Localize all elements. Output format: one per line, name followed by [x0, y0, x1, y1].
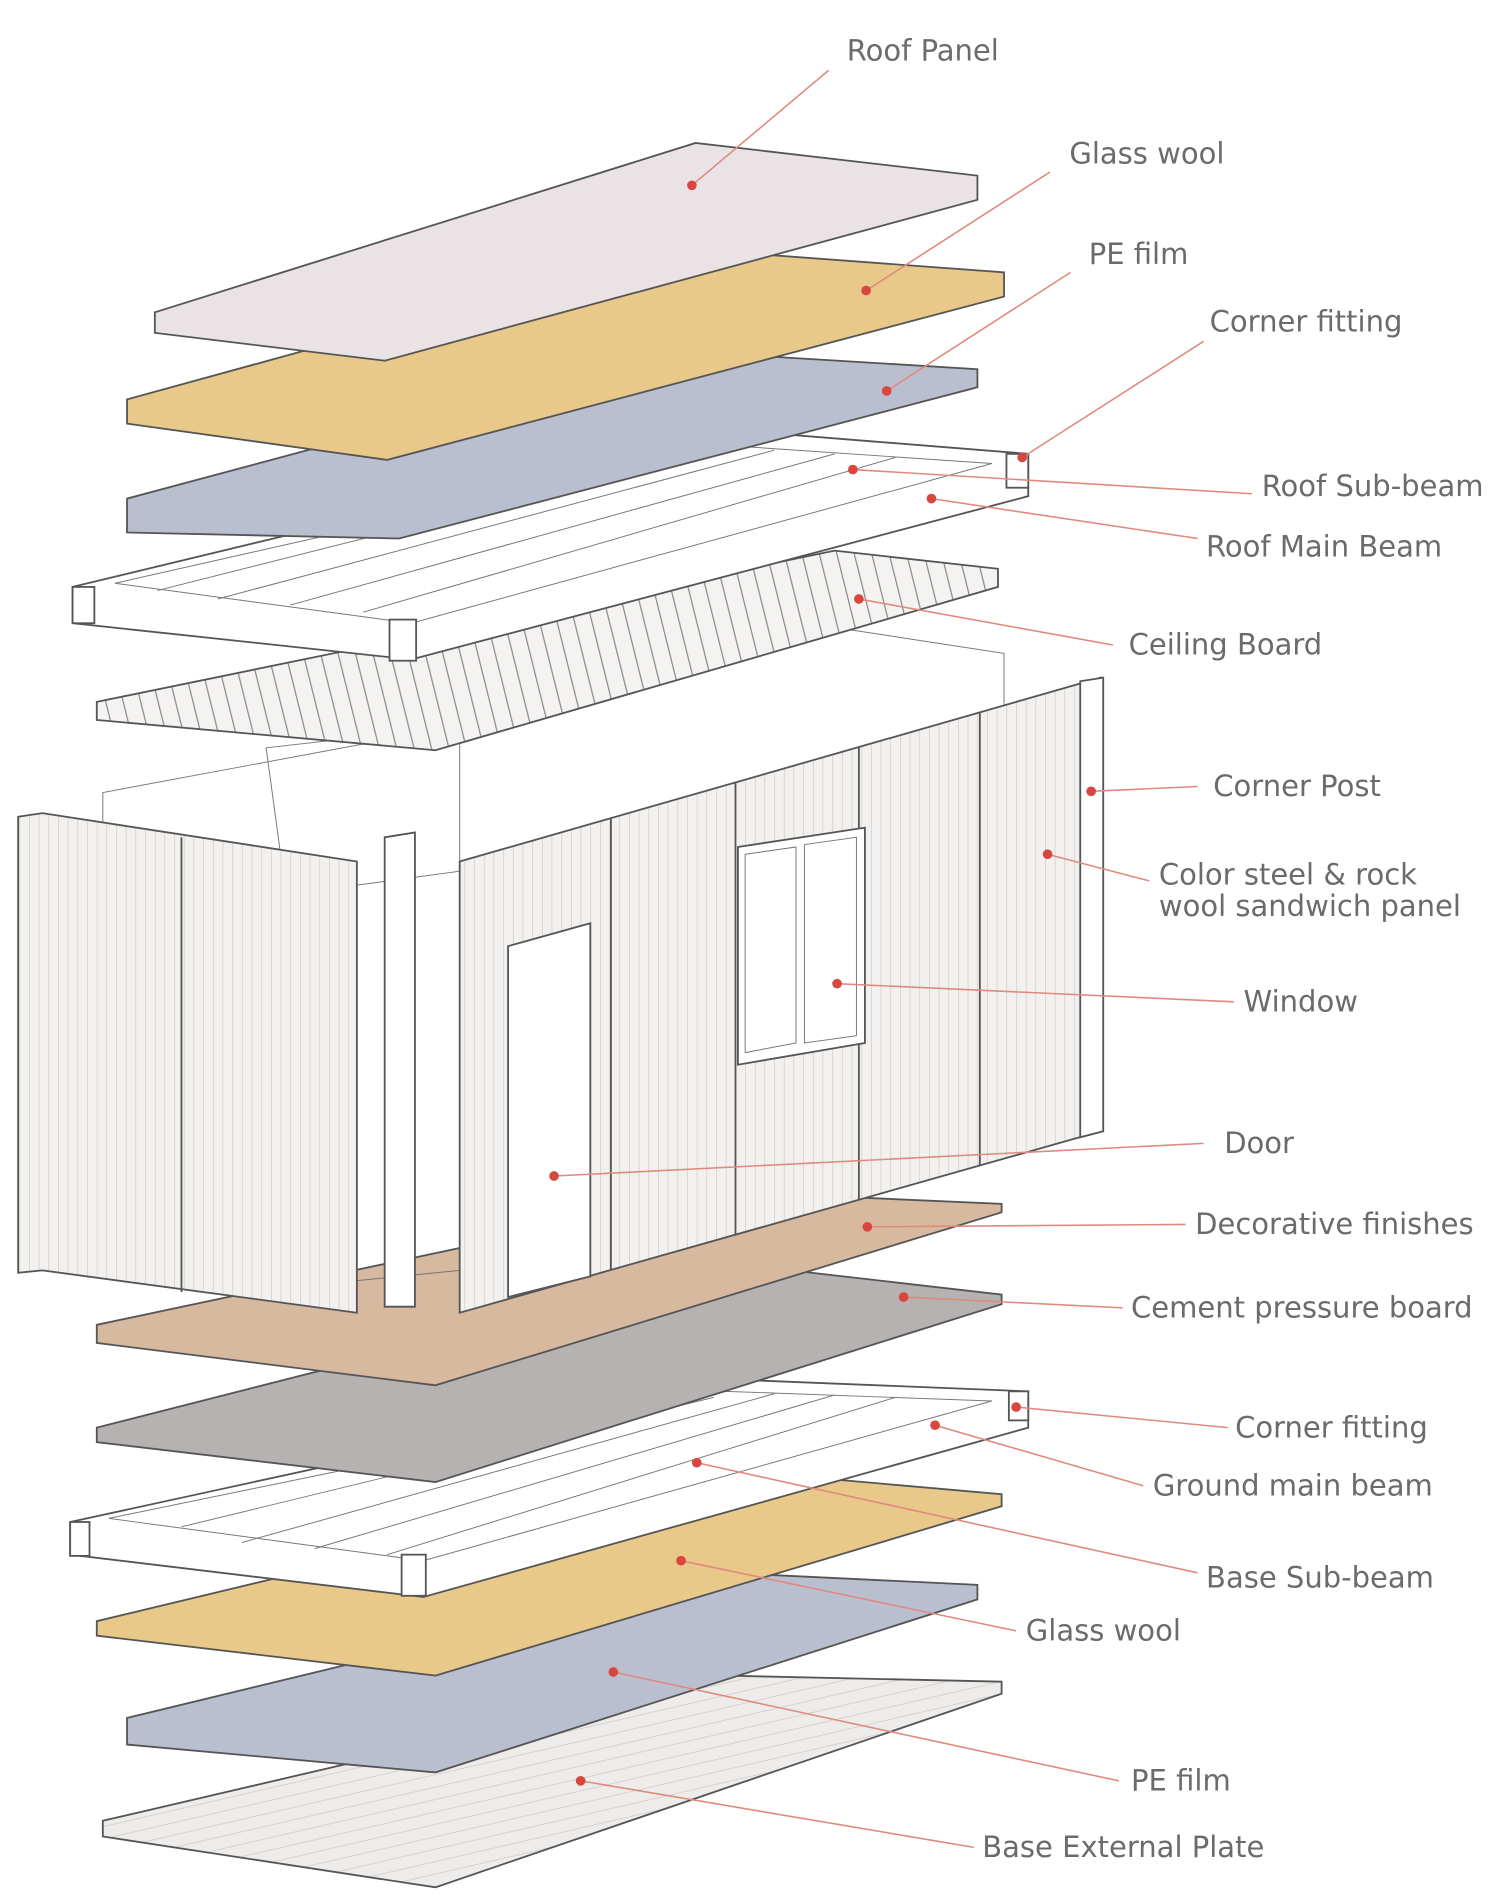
- window-glass-right: [803, 836, 857, 1044]
- callout-dot: [930, 1420, 940, 1431]
- leader-line: [858, 598, 1114, 646]
- callout-corner-post: Corner Post: [1086, 769, 1381, 803]
- callout-dot: [847, 464, 858, 475]
- callout-label: Door: [1224, 1126, 1294, 1160]
- callout-window: Window: [832, 978, 1358, 1019]
- leader-line: [886, 271, 1071, 392]
- diagram-shape: [362, 457, 896, 613]
- callout-label: Decorative finishes: [1195, 1207, 1473, 1241]
- callout-base-external-plate: Base External Plate: [575, 1776, 1264, 1864]
- leader-line: [1021, 340, 1205, 459]
- door: [507, 922, 592, 1299]
- callout-pe-film-bottom: PE film: [608, 1667, 1231, 1798]
- callout-dot: [898, 1292, 909, 1302]
- leader-line: [680, 1559, 1017, 1632]
- leader-line: [696, 1461, 1198, 1574]
- callout-dot: [1086, 786, 1096, 797]
- callout-dot: [832, 978, 842, 989]
- callout-ceiling-board: Ceiling Board: [854, 594, 1323, 662]
- diagram-shape: [290, 453, 835, 606]
- callout-dot: [862, 1221, 873, 1232]
- callout-dot: [1011, 1402, 1021, 1412]
- callout-door: Door: [549, 1126, 1294, 1181]
- diagram-shape: [69, 1521, 91, 1557]
- window: [736, 826, 866, 1066]
- callout-label: Base Sub-beam: [1206, 1560, 1434, 1594]
- callout-label: Ground main beam: [1153, 1468, 1433, 1502]
- diagram-shape: [386, 1396, 896, 1556]
- callout-label: Roof Panel: [847, 34, 999, 68]
- callout-glass-wool-bottom: Glass wool: [676, 1555, 1181, 1648]
- callout-label: Ceiling Board: [1129, 628, 1323, 662]
- callout-label: Cement pressure board: [1131, 1291, 1473, 1325]
- diagram-shape: [241, 1393, 775, 1544]
- callout-dot: [691, 1457, 702, 1468]
- callout-label: PE film: [1089, 237, 1189, 271]
- leader-line: [1091, 785, 1198, 793]
- diagram-shape: [314, 1394, 835, 1550]
- callout-dot: [676, 1555, 686, 1566]
- callout-base-sub-beam: Base Sub-beam: [691, 1457, 1434, 1594]
- roof-panel: [153, 142, 979, 362]
- callout-dot: [1017, 452, 1028, 463]
- callout-dot: [687, 180, 697, 191]
- callout-dot: [549, 1171, 559, 1181]
- callouts: Roof Panel Glass wool PE film Corner fit…: [549, 34, 1484, 1864]
- leader-line: [867, 1223, 1186, 1228]
- callout-label: Color steel & rock: [1159, 857, 1417, 891]
- leader-line: [580, 1780, 974, 1849]
- callout-corner-fitting-top: Corner fitting: [1017, 305, 1402, 463]
- callout-label: Corner fitting: [1235, 1410, 1428, 1444]
- callout-dot: [926, 493, 937, 504]
- callout-roof-sub-beam: Roof Sub-beam: [847, 464, 1484, 503]
- corner-post: [1079, 676, 1105, 1139]
- callout-label: Glass wool: [1026, 1614, 1181, 1648]
- callout-ground-main-beam: Ground main beam: [930, 1420, 1433, 1502]
- diagram-shape: [400, 1553, 427, 1597]
- callout-roof-panel: Roof Panel: [687, 34, 999, 191]
- walls: [17, 628, 1105, 1314]
- leader-line: [865, 171, 1051, 292]
- leader-line: [931, 497, 1198, 540]
- diagram-shape: [388, 618, 418, 662]
- diagram-shape: [71, 586, 96, 625]
- leader-line: [613, 1671, 1120, 1782]
- callout-label: wool sandwich panel: [1159, 889, 1461, 923]
- leader-line: [852, 468, 1253, 495]
- leader-line: [1047, 853, 1150, 882]
- callout-label: Corner fitting: [1210, 305, 1403, 339]
- callout-dot: [608, 1667, 619, 1677]
- callout-corner-fitting-bottom: Corner fitting: [1011, 1402, 1428, 1444]
- corner-post-left: [383, 831, 416, 1308]
- callout-dot: [881, 386, 892, 396]
- leader-line: [553, 1142, 1204, 1177]
- callout-label: Glass wool: [1069, 137, 1224, 171]
- callout-label: Roof Sub-beam: [1262, 469, 1484, 503]
- left-end-wall: [17, 812, 358, 1314]
- leader-line: [934, 1424, 1144, 1487]
- leader-line: [903, 1296, 1123, 1309]
- callout-glass-wool-top: Glass wool: [861, 137, 1224, 296]
- callout-dot: [861, 285, 871, 296]
- callout-label: Base External Plate: [982, 1830, 1264, 1864]
- leader-line: [1016, 1406, 1228, 1429]
- callout-label: PE film: [1131, 1764, 1231, 1798]
- callout-dot: [854, 594, 864, 604]
- leader-line: [691, 69, 830, 186]
- window-glass-left: [744, 846, 797, 1054]
- callout-label: Window: [1244, 985, 1358, 1019]
- ceiling-board: [95, 549, 999, 752]
- callout-dot: [575, 1776, 586, 1786]
- callout-decorative-finishes: Decorative finishes: [862, 1207, 1474, 1241]
- callout-pe-film-top: PE film: [881, 237, 1189, 396]
- leader-line: [837, 982, 1234, 1003]
- callout-label: Roof Main Beam: [1206, 530, 1442, 564]
- callout-roof-main-beam: Roof Main Beam: [926, 493, 1442, 564]
- diagram-shape: [217, 449, 775, 600]
- callout-dot: [1042, 849, 1053, 860]
- callout-label: Corner Post: [1213, 769, 1381, 803]
- callout-cement-pressure-board: Cement pressure board: [898, 1291, 1473, 1325]
